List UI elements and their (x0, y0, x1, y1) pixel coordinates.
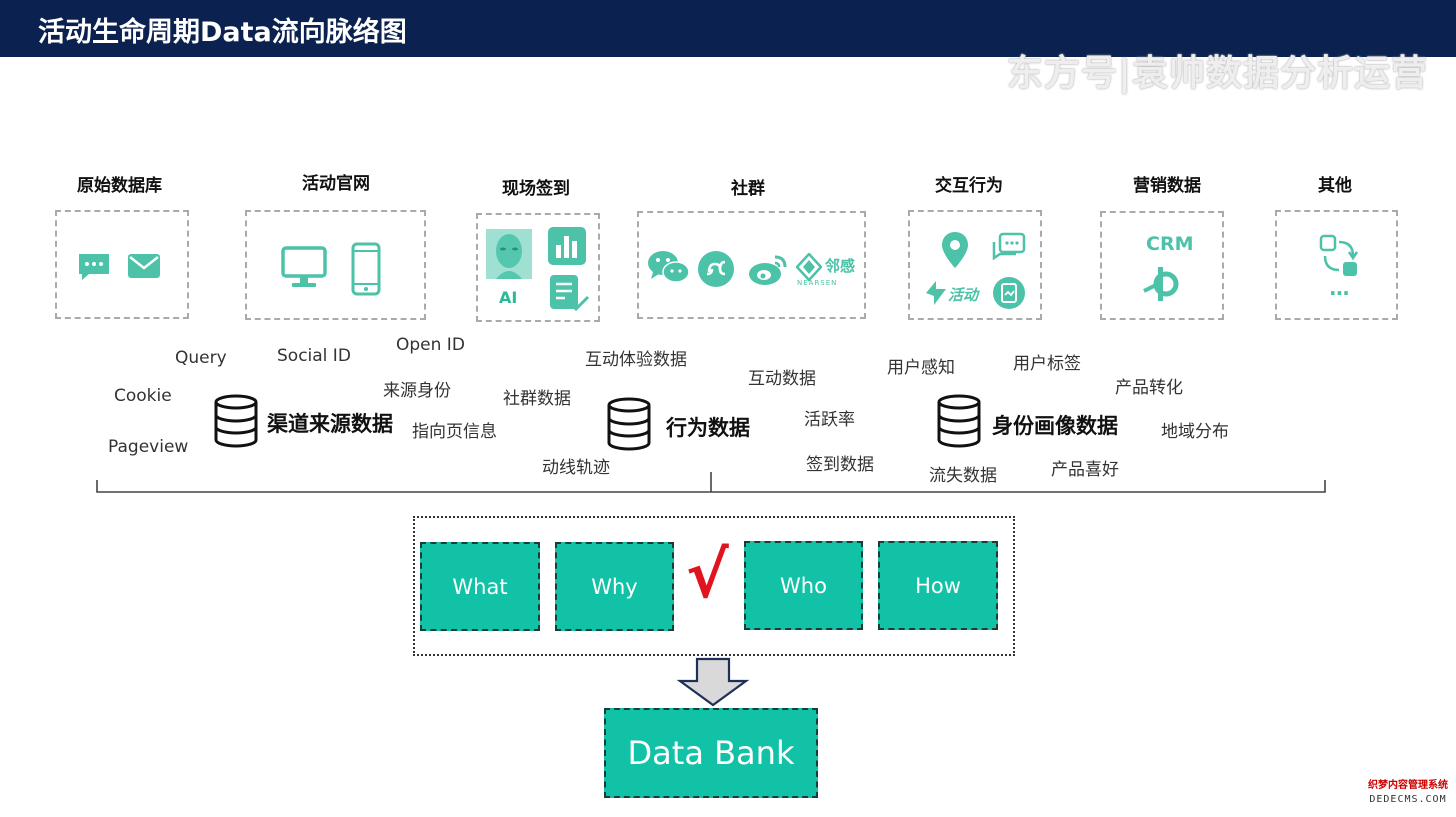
nearsen-logo-text: 邻感 (825, 257, 856, 275)
source-box-other: ... (1275, 210, 1398, 320)
watermark: 东方号|袁帅数据分析运营 (1006, 53, 1428, 94)
database-icon (607, 397, 651, 451)
brand-logo-icon: 活动 (926, 281, 980, 305)
database-icon (214, 394, 258, 448)
desktop-monitor-icon (281, 246, 327, 287)
corner-watermark-line1: 织梦内容管理系统 (1368, 780, 1448, 791)
term-community-data: 社群数据 (503, 389, 571, 409)
check-mark-icon: √ (686, 539, 729, 613)
term-product-preference: 产品喜好 (1051, 460, 1119, 480)
term-product-conversion: 产品转化 (1115, 378, 1183, 398)
wechat-icon (648, 251, 690, 283)
source-box-raw-db (55, 210, 189, 319)
term-movement-track: 动线轨迹 (542, 458, 610, 478)
ai-label: AI (499, 288, 518, 307)
nearsen-logo-icon (796, 253, 822, 282)
down-arrow-icon (676, 657, 750, 707)
group-label-behavior: 行为数据 (666, 416, 750, 440)
question-who: Who (744, 541, 863, 630)
term-churn-data: 流失数据 (929, 466, 997, 486)
ai-face-icon (486, 229, 532, 279)
term-checkin-data: 签到数据 (806, 455, 874, 475)
term-open-id: Open ID (396, 335, 465, 355)
chat-bubble-icon (79, 254, 109, 280)
question-what: What (420, 542, 540, 631)
mail-icon (128, 254, 160, 278)
source-label-marketing: 营销数据 (1133, 176, 1201, 196)
source-box-marketing: CRM (1100, 211, 1224, 320)
crm-icon: CRM (1146, 233, 1194, 255)
source-box-website (245, 210, 426, 320)
term-source-identity: 来源身份 (383, 381, 451, 401)
source-label-interaction: 交互行为 (935, 176, 1003, 196)
message-icon (992, 232, 1026, 261)
term-interaction-data: 互动数据 (748, 369, 816, 389)
corner-watermark: 织梦内容管理系统 DEDECMS.COM (1368, 779, 1448, 807)
mobile-phone-icon (351, 242, 381, 296)
questions-container (413, 516, 1015, 656)
document-icon (993, 277, 1025, 309)
term-landing-page-info: 指向页信息 (412, 422, 497, 442)
source-box-community: 邻感 NEARSEN (637, 211, 866, 319)
group-label-channel-source: 渠道来源数据 (267, 412, 393, 436)
nearsen-logo-subtext: NEARSEN (797, 279, 838, 287)
source-label-community: 社群 (731, 179, 765, 199)
svg-text:活动: 活动 (948, 286, 980, 304)
source-box-checkin: AI (476, 213, 600, 322)
bar-chart-icon (548, 227, 586, 265)
question-why: Why (555, 542, 674, 631)
group-label-identity-profile: 身份画像数据 (992, 414, 1118, 438)
database-icon (937, 394, 981, 448)
term-activity-rate: 活跃率 (804, 410, 855, 430)
question-how: How (878, 541, 998, 630)
term-pageview: Pageview (108, 437, 189, 457)
grouping-bracket (96, 472, 1326, 493)
location-pin-icon (942, 232, 968, 268)
source-label-raw-db: 原始数据库 (77, 176, 162, 196)
data-bank-box: Data Bank (604, 708, 818, 798)
header-bar (0, 0, 1456, 57)
source-label-other: 其他 (1318, 176, 1352, 196)
source-box-interaction: 活动 (908, 210, 1042, 320)
corner-watermark-line2: DEDECMS.COM (1369, 794, 1447, 805)
term-cookie: Cookie (114, 386, 172, 406)
weibo-icon (749, 255, 787, 285)
checklist-icon (550, 275, 590, 312)
term-user-tags: 用户标签 (1013, 354, 1081, 374)
term-social-id: Social ID (277, 346, 351, 366)
mini-program-icon (698, 251, 734, 287)
term-interactive-experience: 互动体验数据 (585, 350, 687, 370)
term-query: Query (175, 348, 227, 368)
qq-icon (1143, 267, 1179, 301)
source-label-website: 活动官网 (302, 174, 370, 194)
sync-icon (1319, 234, 1359, 276)
page-title: 活动生命周期Data流向脉络图 (38, 17, 407, 48)
source-label-checkin: 现场签到 (502, 179, 570, 199)
more-icon: ... (1329, 276, 1350, 300)
term-region-distribution: 地域分布 (1161, 422, 1229, 442)
term-user-perception: 用户感知 (887, 358, 955, 378)
